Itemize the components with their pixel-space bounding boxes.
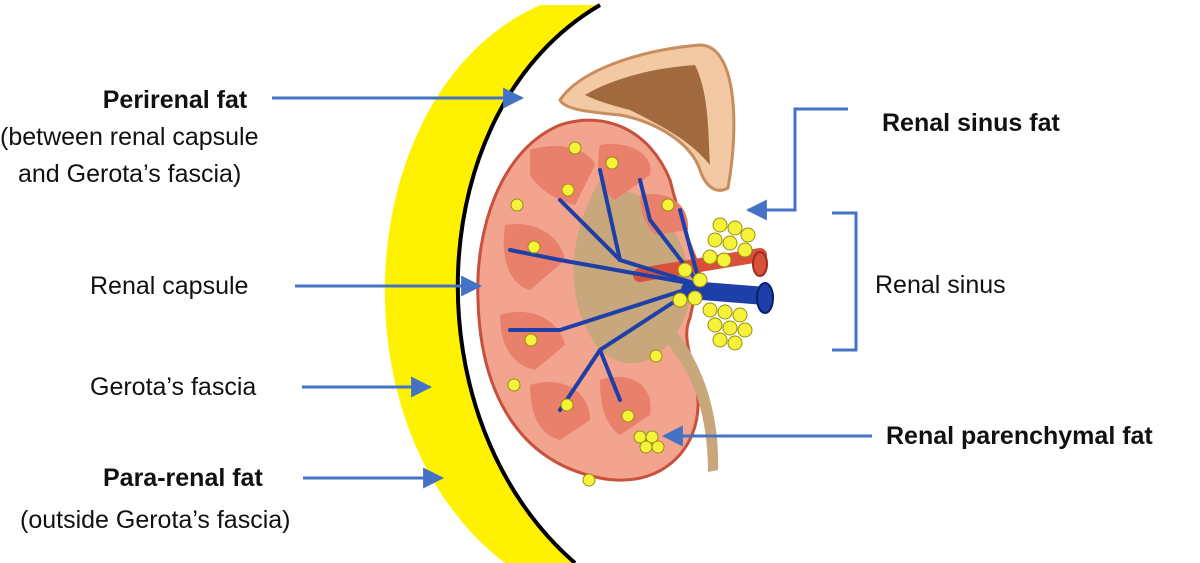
label-perirenal-fat-title: Perirenal fat [102, 86, 248, 114]
label-renal-capsule: Renal capsule [90, 272, 249, 300]
label-pararenal-fat-sub: (outside Gerota’s fascia) [20, 506, 291, 534]
label-perirenal-fat-sub2: and Gerota’s fascia) [18, 160, 242, 188]
kidney [476, 118, 774, 487]
label-renal-sinus-fat: Renal sinus fat [882, 109, 1060, 137]
gerotas-fascia-line [455, 3, 602, 563]
label-renal-sinus: Renal sinus [875, 271, 1006, 299]
fat-globules-sinus [672, 217, 756, 351]
label-gerotas-fascia: Gerota’s fascia [90, 373, 257, 401]
label-perirenal-fat-sub1: (between renal capsule [0, 123, 259, 151]
fat-globules-parenchymal-cluster [633, 430, 665, 454]
renal-artery-lumen [752, 251, 768, 277]
pararenal-fat-region [384, 5, 600, 563]
fat-globules-parenchymal [507, 141, 675, 487]
pyramid [530, 145, 595, 205]
pyramid [503, 224, 565, 290]
renal-vein-lumen [756, 282, 774, 314]
adrenal-gland [558, 43, 736, 192]
arrow-renal-sinus-fat [745, 107, 848, 221]
renal-vein [681, 281, 774, 305]
renal-sinus-bracket [832, 211, 858, 352]
pyramid [600, 376, 651, 435]
label-pararenal-fat-title: Para-renal fat [103, 464, 263, 492]
label-renal-parenchymal-fat: Renal parenchymal fat [886, 422, 1153, 450]
ureter [668, 330, 719, 472]
